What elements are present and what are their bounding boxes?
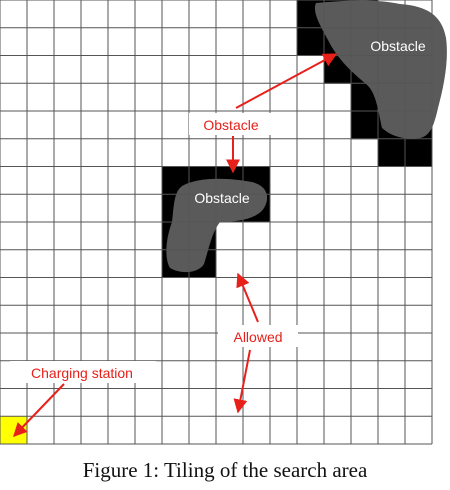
obstacle-red-label-bg: [189, 113, 273, 135]
charging-station-label-bg: [10, 361, 156, 383]
figure-caption: Figure 1: Tiling of the search area: [82, 458, 368, 482]
allowed-label: Allowed: [233, 329, 282, 345]
arrow-allowed-down: [233, 349, 251, 414]
blocked-cell: [351, 111, 379, 140]
blocked-cell: [405, 138, 433, 167]
obstacle-middle-label: Obstacle: [194, 190, 249, 206]
blocked-cell: [378, 138, 406, 167]
allowed-label-bg: [218, 325, 298, 347]
grid-lines: [0, 0, 433, 445]
arrow-to-top-obstacle: [235, 53, 338, 109]
obstacle-top-right-label: Obstacle: [370, 38, 425, 54]
obstacle-red-label: Obstacle: [203, 117, 258, 133]
arrow-to-charging-station: [13, 383, 65, 438]
arrow-allowed-up: [236, 272, 259, 323]
obstacle-blob-middle: [166, 178, 268, 273]
charging-station-label: Charging station: [31, 365, 133, 381]
blocked-cell: [297, 27, 325, 56]
obstacle-blob-top-right: [314, 0, 447, 139]
charging-station-cell: [0, 416, 27, 444]
